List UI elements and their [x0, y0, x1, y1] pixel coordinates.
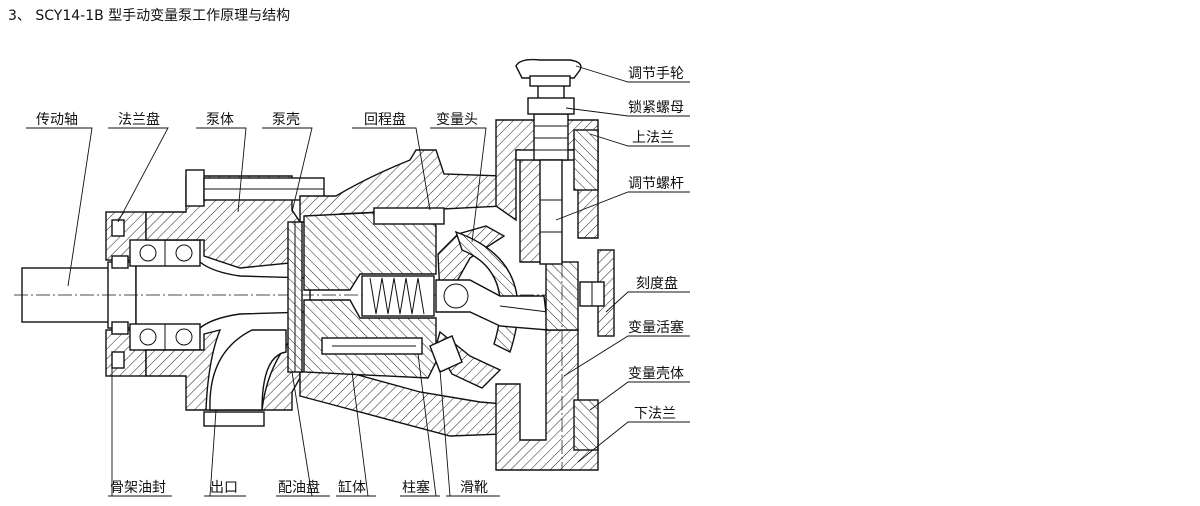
part-labels: 传动轴 法兰盘 泵体 泵壳 回程盘 变量头 调节手轮 锁紧螺母 上法兰 调节螺杆… — [36, 66, 684, 496]
label-drive-shaft: 传动轴 — [36, 112, 78, 128]
label-cylinder: 缸体 — [338, 479, 366, 496]
label-port-plate: 配油盘 — [278, 479, 320, 496]
label-flange-plate: 法兰盘 — [118, 111, 160, 128]
skeleton-seal-part — [111, 255, 129, 335]
label-lock-nut: 锁紧螺母 — [628, 100, 684, 116]
label-pump-casing: 泵壳 — [272, 111, 300, 128]
leader-lines — [26, 65, 690, 497]
label-adjust-handwheel: 调节手轮 — [628, 66, 684, 82]
slipper-part — [429, 335, 463, 373]
lock-nut-part — [527, 97, 575, 115]
label-adjust-screw: 调节螺杆 — [628, 176, 684, 192]
variable-piston-part — [545, 110, 579, 470]
label-variable-piston: 变量活塞 — [628, 319, 684, 336]
label-plunger: 柱塞 — [402, 479, 430, 496]
label-dial: 刻度盘 — [636, 275, 678, 292]
dial-part — [579, 249, 615, 337]
upper-flange-part — [573, 129, 599, 191]
label-upper-flange: 上法兰 — [632, 130, 674, 146]
label-lower-flange: 下法兰 — [634, 406, 676, 422]
outlet-passage — [209, 329, 287, 411]
plunger-part — [321, 207, 445, 355]
label-skeleton-seal: 骨架油封 — [110, 480, 166, 496]
label-pump-body: 泵体 — [206, 112, 234, 128]
bearing-part — [129, 239, 201, 351]
label-variable-housing: 变量壳体 — [628, 365, 684, 382]
adjust-handwheel-part — [515, 58, 582, 87]
port-plate-part — [287, 221, 303, 373]
label-return-plate: 回程盘 — [364, 111, 406, 128]
cylinder-block-part — [303, 209, 437, 379]
label-variable-head: 变量头 — [436, 112, 478, 128]
page-title: 3、 SCY14-1B 型手动变量泵工作原理与结构 — [8, 8, 291, 24]
label-outlet: 出口 — [210, 480, 238, 496]
label-slipper: 滑靴 — [460, 479, 488, 496]
center-spring-part — [361, 275, 435, 317]
lower-flange-part — [573, 399, 599, 451]
